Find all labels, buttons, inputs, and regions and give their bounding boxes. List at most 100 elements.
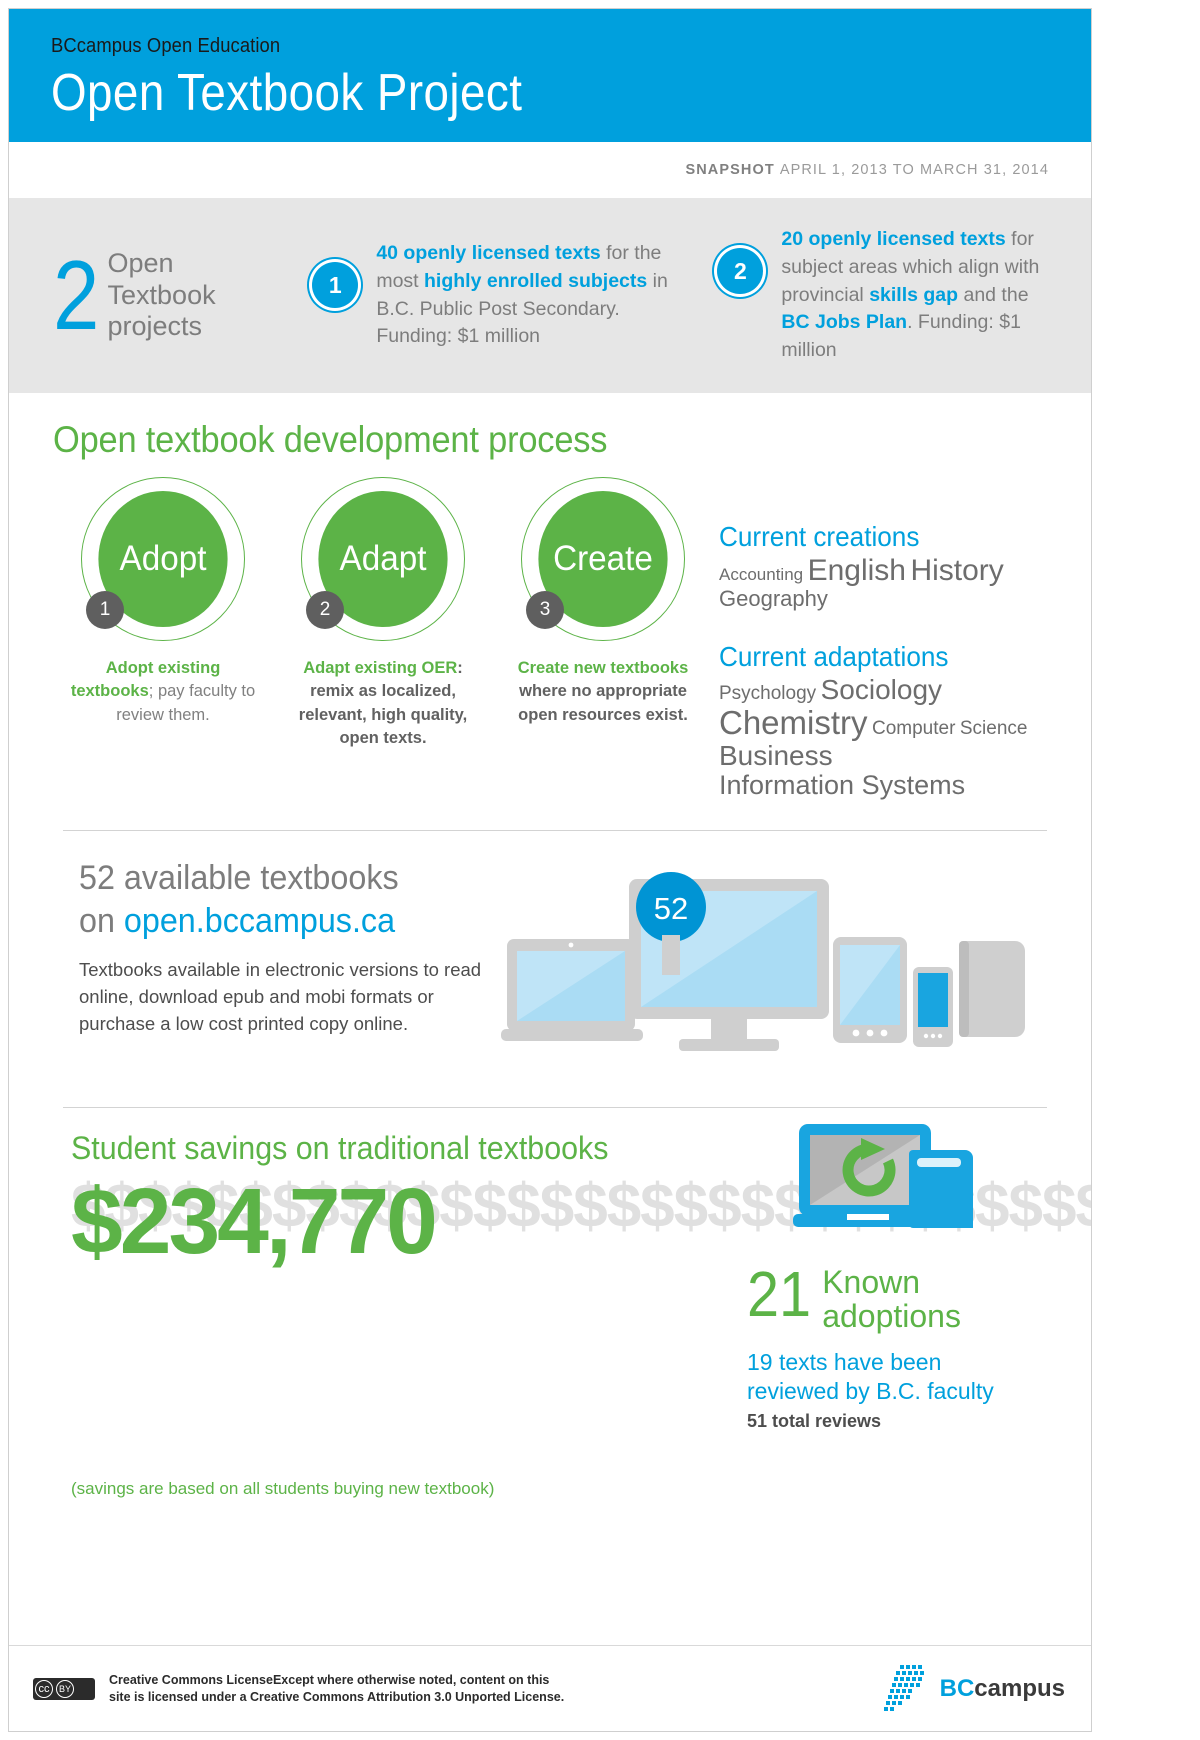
- reviewed-line: 19 texts have been: [747, 1349, 942, 1376]
- badge-52-text: 52: [654, 891, 688, 926]
- word-cloud-term: Computer: [871, 718, 956, 740]
- highlight-text: 20 openly licensed texts: [781, 228, 1006, 251]
- available-textbooks-section: 52 available textbooks on open.bccampus.…: [9, 831, 1091, 1077]
- bccampus-wordmark: BCcampus: [939, 1674, 1065, 1702]
- license-line-1: Creative Commons LicenseExcept where oth…: [109, 1673, 550, 1687]
- projects-count-label-line: projects: [107, 311, 203, 342]
- caption-accent: Adapt existing OER: [303, 659, 458, 677]
- savings-amount: $234,770: [71, 1169, 438, 1274]
- refresh-icon: [842, 1138, 896, 1197]
- word-cloud-term: Sociology: [820, 674, 943, 706]
- caption-bold: where no appropriate open resources exis…: [518, 682, 688, 724]
- book-icon: [913, 1150, 973, 1229]
- page-header: BCcampus Open Education Open Textbook Pr…: [9, 9, 1091, 142]
- word-cloud-term: Geography: [719, 586, 828, 612]
- word-cloud-term: Accounting: [719, 565, 804, 584]
- word-cloud-words-creations: Accounting English History Geography: [719, 554, 1059, 612]
- process-ring-outline: [521, 477, 685, 641]
- savings-money-zone: $$$$$$$$$$$$$$$$$$$$$$$$$$$$$$$$$$$$$$$$…: [71, 1169, 1091, 1471]
- process-step-caption: Create new textbooks where no appropriat…: [493, 657, 713, 727]
- word-cloud-term: Information Systems: [719, 770, 966, 801]
- bccampus-brand: BCcampus: [878, 1663, 1065, 1715]
- process-ring-outline: [81, 477, 245, 641]
- process-circle-label: Create: [538, 491, 668, 627]
- license-text: Creative Commons LicenseExcept where oth…: [109, 1672, 564, 1705]
- plain-text: for subject areas which align with provi…: [781, 228, 1040, 306]
- creative-commons-icon: cc BY: [33, 1677, 95, 1700]
- word-cloud-title-adaptations: Current adaptations: [719, 641, 949, 673]
- process-step-badge: 3: [526, 591, 564, 629]
- devices-svg: 52: [501, 872, 1025, 1052]
- cc-by-icon: BY: [56, 1679, 74, 1698]
- word-cloud-term: English: [807, 554, 906, 587]
- projects-count-label-line: Open: [107, 247, 174, 278]
- process-step-badge: 2: [306, 591, 344, 629]
- adoptions-label-line: Known: [822, 1264, 921, 1301]
- caption-bold: remix as localized, relevant, high quali…: [298, 682, 468, 748]
- plain-text: and the: [958, 283, 1029, 306]
- savings-section: Student savings on traditional textbooks…: [9, 1108, 1091, 1499]
- divider-top: [63, 830, 1047, 832]
- project-1-text: 40 openly licensed texts for the most hi…: [376, 240, 673, 351]
- total-reviews-text: 51 total reviews: [747, 1411, 882, 1432]
- cc-circle-icon: cc: [35, 1679, 53, 1698]
- word-cloud-words-adaptations: Psychology Sociology Chemistry Computer …: [719, 675, 1059, 800]
- snapshot-label: SNAPSHOT: [685, 162, 775, 178]
- adoptions-label-line: adoptions: [822, 1298, 961, 1335]
- projects-count-label-line: Textbook: [107, 279, 216, 310]
- license-line-2: site is licensed under a Creative Common…: [109, 1689, 565, 1704]
- devices-illustration: 52: [499, 857, 1039, 1077]
- available-url-link[interactable]: open.bccampus.ca: [123, 901, 396, 940]
- word-cloud-term: Chemistry: [719, 704, 868, 742]
- page-title: Open Textbook Project: [51, 64, 523, 122]
- badge-52-circle: [636, 872, 706, 943]
- projects-count: 2: [53, 240, 100, 351]
- project-2-number: 2: [717, 248, 764, 295]
- highlight-text: BC Jobs Plan: [781, 311, 908, 334]
- caption-plain: ;: [148, 682, 154, 701]
- plain-text: in B.C. Public Post Secondary. Funding: …: [376, 269, 668, 348]
- project-item-1: 1 40 openly licensed texts for the most …: [312, 240, 673, 351]
- available-heading: 52 available textbooks on open.bccampus.…: [79, 857, 469, 942]
- word-cloud-term: Psychology: [719, 683, 817, 705]
- snapshot-bar: SNAPSHOT APRIL 1, 2013 TO MARCH 31, 2014: [9, 142, 1091, 198]
- highlight-text: 40 openly licensed texts: [376, 242, 601, 265]
- project-item-2: 2 20 openly licensed texts for subject a…: [717, 226, 1055, 364]
- laptop-book-refresh-svg: [793, 1124, 973, 1229]
- divider-bottom: [63, 1107, 1047, 1109]
- highlight-text: highly enrolled subjects: [424, 269, 648, 292]
- word-cloud-section: Current creations Accounting English His…: [719, 477, 1059, 800]
- bc-map-dots-icon: [883, 1664, 924, 1711]
- available-body: Textbooks available in electronic versio…: [79, 959, 482, 1035]
- available-prefix: on: [79, 901, 124, 940]
- reviewed-line: reviewed by B.C. faculty: [747, 1377, 994, 1404]
- word-cloud-term: Business: [719, 740, 833, 771]
- plain-text: for the most: [376, 242, 662, 292]
- available-count-text: 52 available textbooks: [79, 859, 399, 898]
- caption-plain: pay faculty to review them.: [116, 682, 256, 724]
- adoptions-number: 21: [747, 1258, 812, 1331]
- word-cloud-term: History: [910, 554, 1004, 587]
- highlight-text: skills gap: [869, 283, 959, 306]
- word-cloud-term: Science: [959, 718, 1028, 740]
- infographic-sheet: BCcampus Open Education Open Textbook Pr…: [8, 8, 1092, 1732]
- process-ring-outline: [301, 477, 465, 641]
- header-eyebrow: BCcampus Open Education: [51, 35, 281, 57]
- caption-bold: :: [457, 659, 463, 677]
- process-step-caption: Adopt existing textbooks; pay faculty to…: [53, 657, 273, 727]
